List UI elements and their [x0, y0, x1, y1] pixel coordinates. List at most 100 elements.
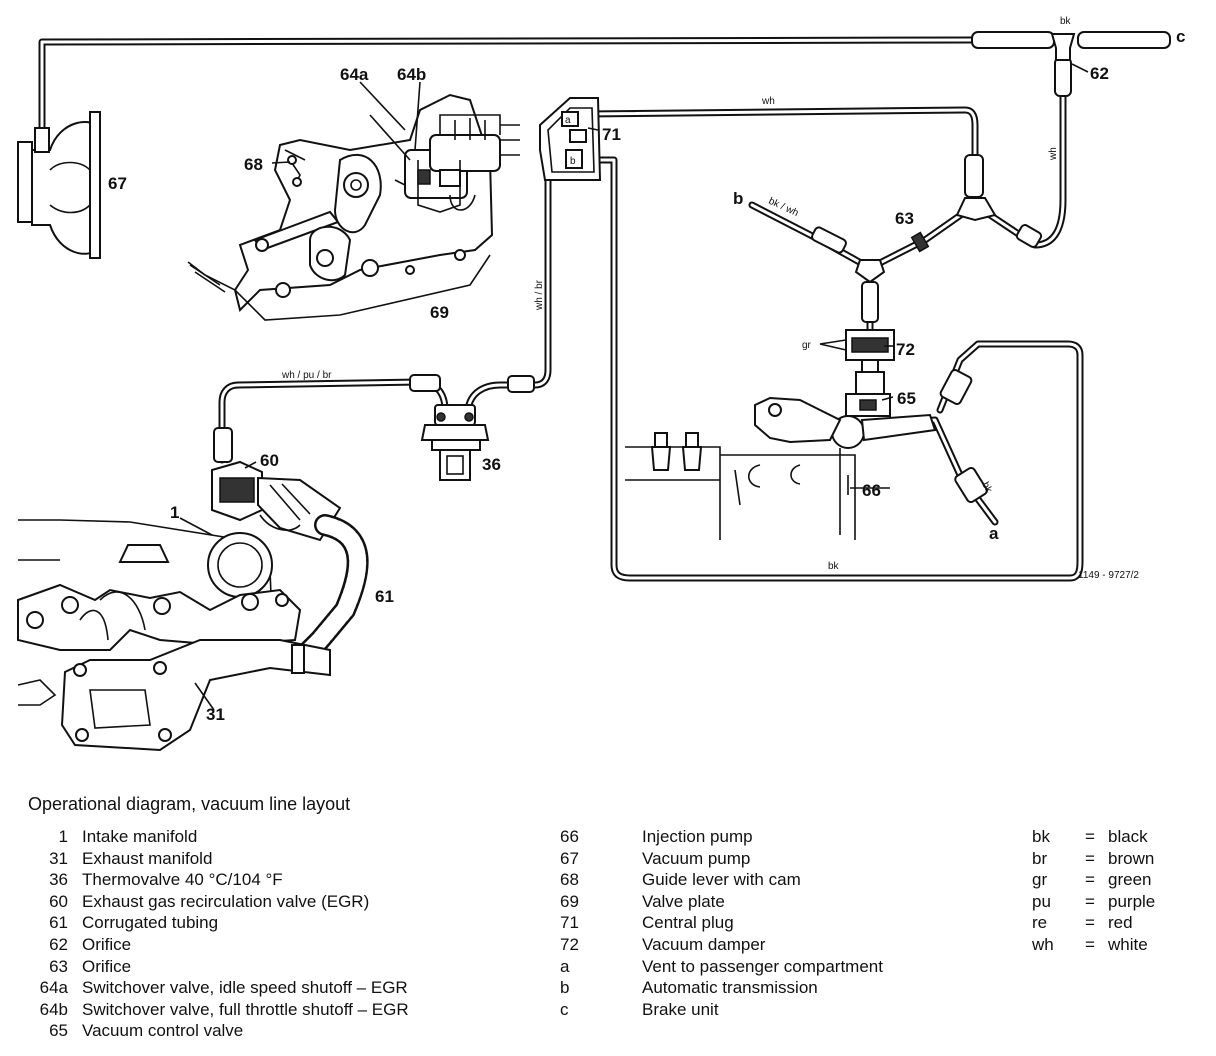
egr-valve — [211, 460, 342, 542]
legend-description: Switchover valve, idle speed shutoff – E… — [82, 978, 408, 998]
legend-description: Corrugated tubing — [82, 913, 219, 933]
color-name: green — [1108, 870, 1152, 890]
callout-71: 71 — [602, 125, 621, 144]
corrugated-tubing — [289, 514, 369, 671]
color-code: bk — [1032, 827, 1050, 846]
callout-64a: 64a — [340, 65, 369, 84]
callout-64b: 64b — [397, 65, 426, 84]
equals-sign: = — [1085, 891, 1095, 911]
equals-sign: = — [1085, 827, 1095, 846]
legend-number: 67 — [560, 848, 579, 868]
color-name: brown — [1108, 848, 1155, 868]
legend-number: 31 — [49, 848, 68, 868]
legend-description: Exhaust manifold — [82, 848, 213, 868]
vacuum-damper — [819, 329, 895, 373]
orifice-63 — [910, 231, 930, 253]
legend-description: Guide lever with cam — [642, 870, 801, 890]
color-legend-item: wh=white — [1032, 934, 1155, 956]
color-code: re — [1032, 913, 1048, 933]
color-name: black — [1108, 827, 1148, 846]
legend-description: Orifice — [82, 934, 132, 954]
wire-label-bk-bottom: bk — [828, 561, 840, 572]
color-legend-item: gr=green — [1032, 869, 1155, 891]
legend-item: 62 Orifice — [28, 934, 409, 956]
injection-pump — [625, 396, 856, 540]
wire-label-gr: gr — [802, 340, 812, 351]
equals-sign: = — [1085, 848, 1095, 868]
switchover-valves — [369, 114, 520, 213]
legend-item: 63 Orifice — [28, 956, 409, 978]
legend-number: 71 — [560, 913, 579, 933]
legend-description: Thermovalve 40 °C/104 °F — [82, 870, 283, 890]
legend-description: Intake manifold — [82, 827, 198, 846]
legend-description: Vent to passenger compartment — [642, 956, 883, 976]
legend-number: c — [560, 999, 569, 1019]
callout-36: 36 — [482, 455, 501, 474]
legend-number: 69 — [560, 891, 579, 911]
diagram-caption: Operational diagram, vacuum line layout — [28, 794, 351, 814]
callout-63: 63 — [895, 209, 914, 228]
legend-item: a Vent to passenger compartment — [560, 956, 883, 978]
color-code: wh — [1032, 934, 1054, 954]
legend-description: Brake unit — [642, 999, 719, 1019]
callout-66: 66 — [862, 481, 881, 500]
equals-sign: = — [1085, 913, 1095, 933]
color-legend-item: br=brown — [1032, 848, 1155, 870]
callout-62: 62 — [1090, 64, 1109, 83]
legend-number: a — [560, 956, 570, 976]
legend-item: 69 Valve plate — [560, 891, 883, 913]
color-code: gr — [1032, 870, 1048, 890]
legend-number: 64a — [39, 978, 68, 998]
color-legend-item: re=red — [1032, 912, 1155, 934]
legend-number: 62 — [49, 934, 68, 954]
legend-number: 1 — [58, 827, 68, 846]
callout-60: 60 — [260, 451, 279, 470]
callout-69: 69 — [430, 303, 449, 322]
wire-label-wh-right: wh — [1048, 147, 1059, 161]
color-code: pu — [1032, 891, 1051, 911]
legend-number: 64b — [39, 999, 68, 1019]
plug-pin-a: a — [565, 115, 571, 126]
callout-72: 72 — [896, 340, 915, 359]
legend-number: 65 — [49, 1021, 68, 1041]
legend-item: 65 Vacuum control valve — [28, 1020, 409, 1042]
legend-item: 1 Intake manifold — [28, 826, 409, 848]
color-name: purple — [1108, 891, 1156, 911]
legend-description: Vacuum damper — [642, 934, 766, 954]
legend-number: 60 — [49, 891, 68, 911]
legend-description: Exhaust gas recirculation valve (EGR) — [82, 891, 370, 911]
line-wh-pu-br — [218, 378, 449, 464]
legend-number: 66 — [560, 827, 579, 846]
legend-description: Vacuum control valve — [82, 1021, 244, 1041]
central-plug — [539, 97, 602, 181]
legend-number: 36 — [49, 870, 68, 890]
vacuum-pump — [17, 111, 101, 259]
callout-a: a — [989, 524, 999, 543]
orifice-62 — [1050, 33, 1076, 61]
legend-number: 63 — [49, 956, 68, 976]
line-top — [38, 36, 979, 136]
reference-code: 1149 - 9727/2 — [1078, 570, 1139, 581]
legend-item: c Brake unit — [560, 999, 883, 1021]
wire-label-wh-top: wh — [761, 96, 775, 107]
callout-68: 68 — [244, 155, 263, 174]
color-name: white — [1108, 934, 1148, 954]
callout-65: 65 — [897, 389, 916, 408]
callout-labels: 1 31 36 60 61 62 63 64a 64b 65 66 67 68 … — [108, 27, 1185, 724]
legend-number: 61 — [49, 913, 68, 933]
wire-label-wh-br: wh / br — [534, 279, 545, 311]
legend-item: 67 Vacuum pump — [560, 848, 883, 870]
intake-manifold — [18, 519, 273, 621]
legend-description: Vacuum pump — [642, 848, 751, 868]
legend-description: Valve plate — [642, 891, 725, 911]
thermovalve — [420, 404, 490, 481]
legend-description: Switchover valve, full throttle shutoff … — [82, 999, 409, 1019]
legend-item: 61 Corrugated tubing — [28, 912, 409, 934]
legend-description: Orifice — [82, 956, 132, 976]
legend-item: 31 Exhaust manifold — [28, 848, 409, 870]
